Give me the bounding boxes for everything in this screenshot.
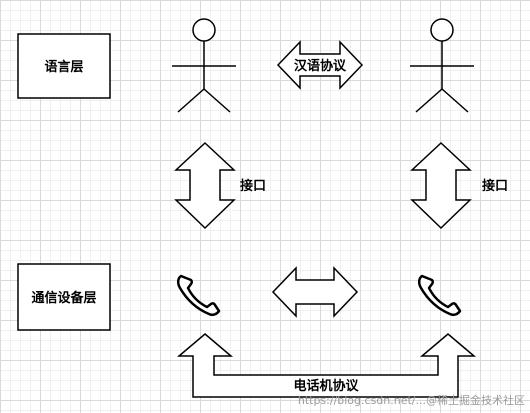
chinese-protocol-label: 汉语协议	[294, 58, 347, 74]
interface-label-left: 接口	[240, 178, 266, 194]
device-link-arrow	[271, 266, 359, 318]
phone-icon-right	[417, 274, 462, 317]
phone-icon-left	[176, 274, 221, 317]
comm-layer-label: 通信设备层	[31, 290, 96, 306]
language-layer-box	[17, 33, 111, 99]
person-icon-left	[172, 18, 236, 113]
interface-label-right: 接口	[482, 178, 508, 194]
person-icon-right	[410, 18, 474, 113]
interface-arrow-right	[410, 141, 472, 230]
phone-protocol-label: 电话机协议	[293, 378, 359, 394]
phone-protocol-arrow	[176, 333, 477, 398]
comm-layer-box	[17, 263, 111, 331]
interface-arrow-left	[174, 141, 236, 230]
watermark-text: https://blog.csdn.net/...@稀土掘金技术社区	[298, 393, 525, 407]
language-layer-label: 语言层	[44, 59, 83, 75]
chinese-protocol-arrow	[276, 40, 364, 90]
